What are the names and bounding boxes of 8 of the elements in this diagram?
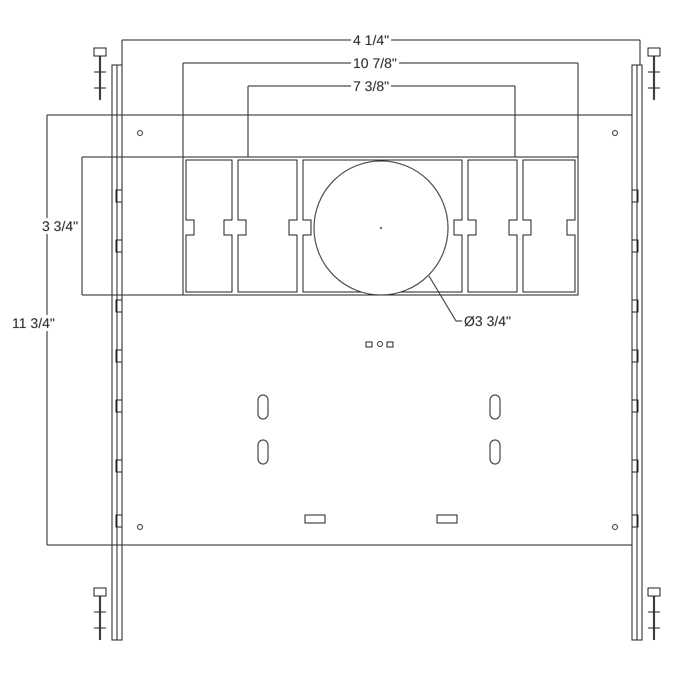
dimension-label: 10 7/8"	[351, 55, 399, 71]
dimension-label: 7 3/8"	[351, 78, 392, 94]
circular-cutout	[313, 160, 449, 296]
dimension-label: 3 3/4"	[40, 218, 80, 234]
dimension-label: 4 1/4"	[351, 32, 392, 48]
dimension-label: 11 3/4"	[10, 315, 57, 331]
diameter-label: Ø3 3/4"	[462, 313, 513, 329]
leader-line	[428, 276, 462, 322]
